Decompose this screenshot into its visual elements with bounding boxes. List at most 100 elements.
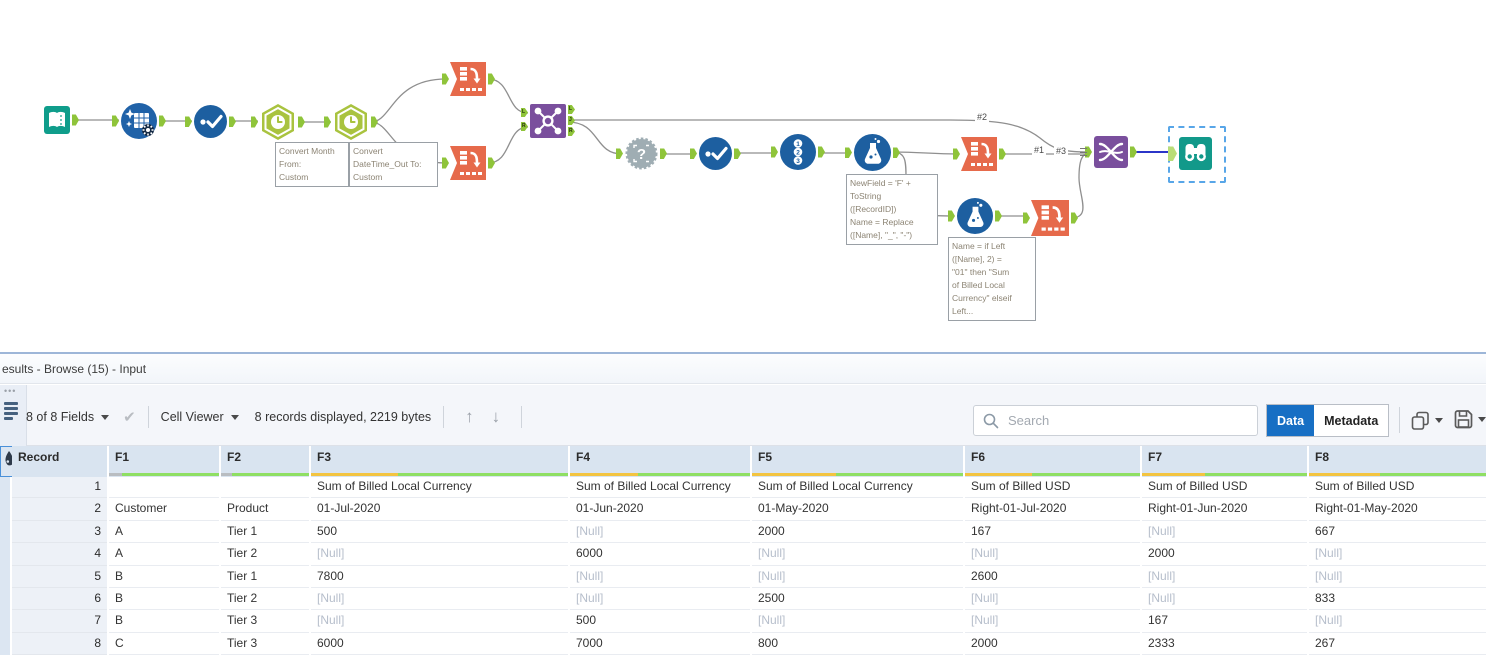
copy-button[interactable] <box>1410 410 1443 431</box>
table-cell[interactable] <box>109 476 219 499</box>
table-cell[interactable]: 667 <box>1309 520 1486 544</box>
table-cell[interactable]: [Null] <box>1142 565 1307 588</box>
row-gutter[interactable] <box>0 587 10 611</box>
table-cell[interactable]: A <box>109 543 219 566</box>
table-cell[interactable]: [Null] <box>311 610 568 633</box>
table-cell[interactable]: 7800 <box>311 565 568 588</box>
table-cell[interactable]: 01-Jul-2020 <box>311 498 568 521</box>
table-cell[interactable]: Tier 3 <box>221 632 309 656</box>
column-header-F7[interactable]: F7 <box>1142 446 1307 477</box>
column-header-F8[interactable]: F8 <box>1309 446 1486 477</box>
table-cell[interactable]: [Null] <box>1142 520 1307 544</box>
crosstab-tool-4[interactable] <box>1023 200 1078 236</box>
record-number-cell[interactable]: 7 <box>12 610 107 633</box>
table-cell[interactable] <box>221 476 309 499</box>
table-cell[interactable]: Sum of Billed Local Currency <box>311 476 568 499</box>
metadata-tab[interactable]: Metadata <box>1314 405 1389 436</box>
column-header-Record[interactable]: Record <box>12 446 107 477</box>
table-cell[interactable]: 167 <box>1142 610 1307 633</box>
table-cell[interactable]: [Null] <box>1142 587 1307 611</box>
search-input[interactable] <box>1006 412 1257 429</box>
table-cell[interactable]: 500 <box>311 520 568 544</box>
table-cell[interactable]: [Null] <box>1309 543 1486 566</box>
formula-tool-2[interactable] <box>948 198 1002 234</box>
table-cell[interactable]: Right-01-Jul-2020 <box>965 498 1140 521</box>
row-gutter[interactable] <box>0 498 10 521</box>
input-data-tool[interactable] <box>44 106 79 134</box>
record-number-cell[interactable]: 6 <box>12 587 107 611</box>
chevron-down-icon[interactable] <box>1478 417 1486 422</box>
table-cell[interactable]: B <box>109 610 219 633</box>
formula-tool-1[interactable] <box>845 134 900 171</box>
workflow-canvas[interactable]: L R L J R ? <box>0 0 1486 352</box>
select-tool-2[interactable] <box>690 137 741 170</box>
chevron-down-icon[interactable] <box>1435 418 1443 423</box>
row-gutter[interactable] <box>0 632 10 656</box>
table-cell[interactable]: Tier 2 <box>221 543 309 566</box>
record-number-cell[interactable]: 2 <box>12 498 107 521</box>
table-cell[interactable]: [Null] <box>570 520 750 544</box>
table-cell[interactable]: [Null] <box>752 565 963 588</box>
union-tool[interactable] <box>1085 136 1137 168</box>
row-gutter[interactable] <box>0 476 10 499</box>
table-cell[interactable]: 7000 <box>570 632 750 656</box>
overflow-dots-icon[interactable]: ••• <box>4 386 17 396</box>
datetime-tool-1[interactable] <box>251 103 305 141</box>
table-cell[interactable]: B <box>109 587 219 611</box>
table-cell[interactable]: [Null] <box>311 543 568 566</box>
datetime-tool-2[interactable] <box>324 103 378 141</box>
table-cell[interactable]: [Null] <box>752 543 963 566</box>
table-cell[interactable]: [Null] <box>965 610 1140 633</box>
table-cell[interactable]: [Null] <box>1309 565 1486 588</box>
table-cell[interactable]: B <box>109 565 219 588</box>
table-cell[interactable]: [Null] <box>570 565 750 588</box>
table-cell[interactable]: Sum of Billed Local Currency <box>752 476 963 499</box>
search-box[interactable] <box>973 405 1258 436</box>
column-header-F2[interactable]: F2 <box>221 446 309 477</box>
row-gutter[interactable] <box>0 610 10 633</box>
record-number-cell[interactable]: 4 <box>12 543 107 566</box>
apply-check-icon[interactable]: ✔ <box>123 409 136 426</box>
table-cell[interactable]: Tier 1 <box>221 520 309 544</box>
browse-tool[interactable] <box>1168 137 1212 170</box>
tool-annotation[interactable]: Name = if Left ([Name], 2) = "01" then "… <box>948 237 1036 321</box>
table-cell[interactable]: Right-01-May-2020 <box>1309 498 1486 521</box>
crosstab-tool-3[interactable] <box>953 137 1006 171</box>
column-header-F4[interactable]: F4 <box>570 446 750 477</box>
table-cell[interactable]: [Null] <box>965 543 1140 566</box>
table-cell[interactable]: Sum of Billed Local Currency <box>570 476 750 499</box>
table-cell[interactable]: 6000 <box>311 632 568 656</box>
table-cell[interactable]: 01-Jun-2020 <box>570 498 750 521</box>
table-cell[interactable]: 500 <box>570 610 750 633</box>
table-cell[interactable]: 833 <box>1309 587 1486 611</box>
chevron-down-icon[interactable] <box>101 414 110 420</box>
table-cell[interactable]: Product <box>221 498 309 521</box>
save-button[interactable] <box>1452 408 1486 431</box>
tool-annotation[interactable]: NewField = 'F' + ToString ([RecordID]) N… <box>846 174 938 245</box>
table-cell[interactable]: [Null] <box>965 587 1140 611</box>
data-tab[interactable]: Data <box>1267 405 1315 436</box>
table-cell[interactable]: A <box>109 520 219 544</box>
pane-splitter[interactable] <box>0 352 1486 354</box>
table-cell[interactable]: Right-01-Jun-2020 <box>1142 498 1307 521</box>
cell-viewer-dropdown[interactable]: Cell Viewer <box>160 410 224 424</box>
table-cell[interactable]: Customer <box>109 498 219 521</box>
table-cell[interactable]: 01-May-2020 <box>752 498 963 521</box>
crosstab-tool-2[interactable] <box>442 146 495 180</box>
table-cell[interactable]: 267 <box>1309 632 1486 656</box>
crosstab-tool-1[interactable] <box>442 62 495 96</box>
record-number-cell[interactable]: 3 <box>12 520 107 544</box>
table-cell[interactable]: [Null] <box>570 587 750 611</box>
table-cell[interactable]: Sum of Billed USD <box>1309 476 1486 499</box>
record-number-cell[interactable]: 1 <box>12 476 107 499</box>
table-cell[interactable]: 2500 <box>752 587 963 611</box>
column-header-F3[interactable]: F3 <box>311 446 568 477</box>
table-cell[interactable]: [Null] <box>1309 610 1486 633</box>
arrow-up-button[interactable]: ↑ <box>465 407 474 426</box>
tool-annotation[interactable]: Convert Month From: Custom <box>275 142 349 187</box>
record-id-tool[interactable]: 1 2 3 <box>771 134 825 170</box>
table-cell[interactable]: 800 <box>752 632 963 656</box>
table-cell[interactable]: [Null] <box>752 610 963 633</box>
table-cell[interactable]: Sum of Billed USD <box>965 476 1140 499</box>
table-cell[interactable]: 2333 <box>1142 632 1307 656</box>
